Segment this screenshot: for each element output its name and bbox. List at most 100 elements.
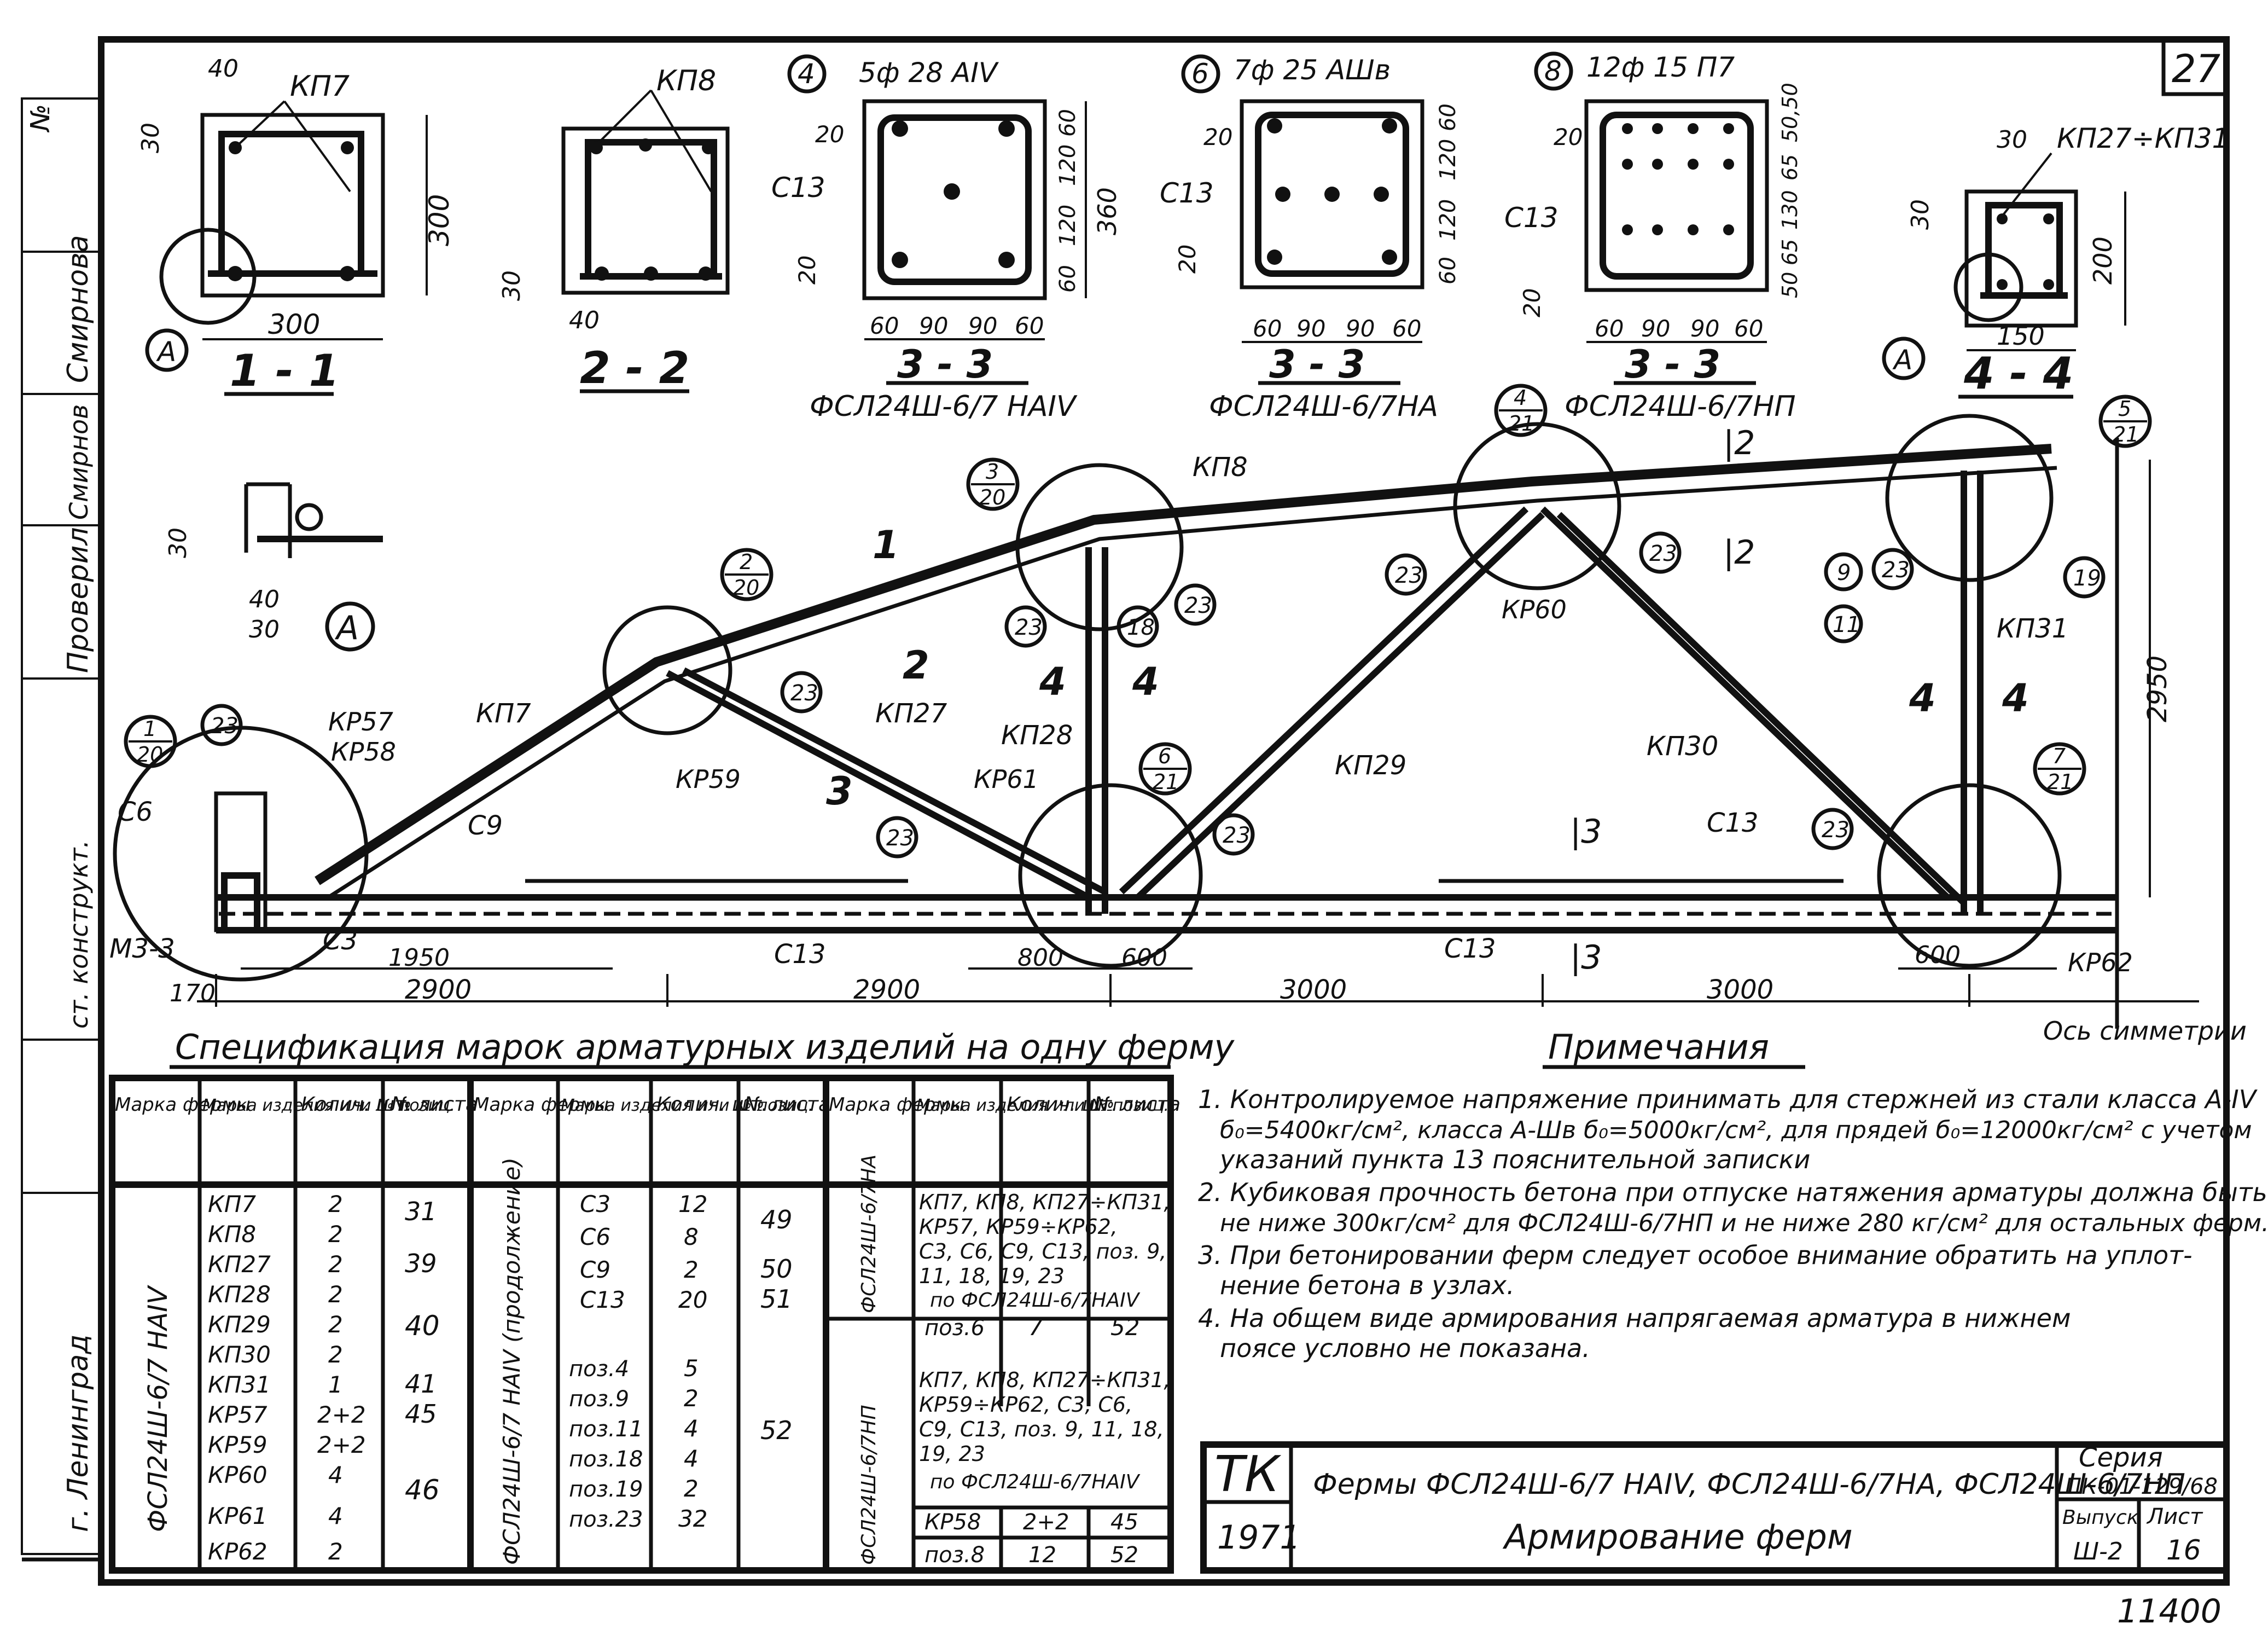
- hdr3-d: № листа: [1093, 1093, 1180, 1116]
- s44-callout: А: [1892, 344, 1912, 376]
- g1-r10-qty: 4: [328, 1503, 343, 1529]
- s44-kp: КП27÷КП31: [2057, 123, 2229, 154]
- s44-h: 200: [2088, 236, 2118, 285]
- g2-r10-qty: 32: [678, 1505, 707, 1532]
- s33a-dx3: 60: [1015, 312, 1044, 339]
- label-kr59: КР59: [676, 764, 741, 794]
- g1-r2-sheet: 39: [405, 1249, 437, 1278]
- tb-subtitle: Армирование ферм: [1502, 1517, 1853, 1557]
- s11-kp: КП7: [290, 70, 350, 103]
- s33b-dx1: 90: [1296, 315, 1325, 342]
- label-kp27: КП27: [875, 698, 947, 729]
- s33a-dy1: 120: [1055, 144, 1080, 186]
- s33a-c13: С13: [771, 172, 825, 204]
- mark-12a: |2: [1723, 424, 1755, 462]
- s33a-d20b: 20: [794, 256, 821, 285]
- spec-group3: ФСЛ24Ш-6/7НА КП7, КП8, КП27÷КП31, КР57, …: [858, 1155, 1171, 1341]
- s33a-dy0: 60: [1055, 109, 1080, 137]
- s11-width: 300: [268, 309, 320, 340]
- s22-d30: 30: [498, 270, 526, 301]
- hdr3-c: Колич. шт.: [1007, 1093, 1118, 1116]
- g4-t2: С9, С13, поз. 9, 11, 18,: [919, 1417, 1164, 1441]
- ref6-bot: 21: [1153, 770, 1179, 794]
- g1-r4-qty: 2: [328, 1311, 343, 1338]
- sheet-number-box: [2161, 37, 2229, 96]
- tb-sheet: 16: [2166, 1534, 2201, 1566]
- label-c13b: С13: [1444, 933, 1496, 964]
- label-kr58: КР58: [331, 737, 396, 767]
- stamp-smirnova: Смирнова: [62, 235, 95, 383]
- note-l6: нение бетона в узлах.: [1220, 1271, 1515, 1300]
- truss-dimensions: 170 1950 2900 2900 800 600 3000 3000 600…: [170, 656, 2247, 1046]
- hdr2-a: Марка фермы: [473, 1094, 609, 1116]
- g1-r7-sheet: 45: [405, 1399, 437, 1429]
- note-l4: не ниже 300кг/см² для ФСЛ24Ш-6/7НП и не …: [1220, 1209, 2268, 1237]
- label-c6: С6: [118, 797, 153, 827]
- s33c-pos: 8: [1544, 55, 1562, 87]
- g1-r10-mark: КР61: [208, 1503, 267, 1529]
- label-kr60: КР60: [1502, 595, 1567, 624]
- g2-r3-sheet: 51: [760, 1284, 793, 1314]
- s33a-h360: 360: [1092, 187, 1122, 235]
- pos-b4: 23: [886, 826, 914, 851]
- pos-b7: 23: [1649, 541, 1677, 566]
- stamp-sign2: ст. конструкт.: [64, 840, 94, 1029]
- node-refs: 1 20 2 20 3 20 4 21 5 21 6 21 7 21: [124, 384, 2152, 796]
- section-3-3-a: 4 5ф 28 АIV С13 20 20 60 90 90 60 60 120…: [771, 54, 1122, 423]
- s33b-c13: С13: [1160, 177, 1214, 209]
- g2-r0-sheet: 49: [760, 1205, 793, 1234]
- s33a-dx0: 60: [870, 312, 899, 339]
- s33b-dx2: 90: [1346, 315, 1375, 342]
- hdr1-d: № листа: [390, 1093, 478, 1116]
- mark-12b: |2: [1723, 534, 1755, 572]
- s11-callout: А: [156, 336, 176, 368]
- detA-callout: А: [334, 609, 359, 647]
- dim-3000b: 3000: [1707, 975, 1773, 1005]
- g2-r3-qty: 20: [678, 1286, 707, 1313]
- s33c-dy0: 50,50: [1778, 83, 1802, 142]
- spec-group4: ФСЛ24Ш-6/7НП КП7, КП8, КП27÷КП31, КР59÷К…: [858, 1368, 1171, 1568]
- g2-r2-qty: 2: [684, 1256, 699, 1283]
- s33a-sub: ФСЛ24Ш-6/7 НАIV: [810, 390, 1078, 423]
- g1-r7-mark: КР57: [208, 1401, 267, 1428]
- g2-r9-mark: поз.19: [569, 1477, 643, 1502]
- s33a-bars: 5ф 28 АIV: [859, 57, 999, 89]
- g4-t4: по ФСЛ24Ш-6/7НАIV: [930, 1471, 1141, 1493]
- g1-r9-sheet: 46: [405, 1474, 440, 1506]
- section-3-3-b: 6 7ф 25 АШв С13 20 20 60 90 90 60 60 120…: [1160, 54, 1461, 423]
- position-bubbles: 23 23 23 23 23 23 23 23 23 23 18 9 11 19: [200, 531, 2106, 859]
- tb-series-label: Серия: [2079, 1442, 2163, 1473]
- label-kp28: КП28: [1001, 720, 1073, 751]
- spec-title: Спецификация марок арматурных изделий на…: [175, 1027, 1235, 1067]
- s33a-dx1: 90: [919, 312, 948, 339]
- dim-2900a: 2900: [405, 975, 472, 1005]
- g1-r2-mark: КП27: [208, 1251, 271, 1278]
- s33a-pos: 4: [798, 58, 815, 90]
- pos-b8: 23: [1882, 558, 1910, 583]
- pos-b2: 23: [1015, 615, 1043, 640]
- g1-r3-qty: 2: [328, 1281, 343, 1308]
- detA-d40: 40: [249, 585, 280, 613]
- dim-170: 170: [170, 979, 216, 1007]
- mark-13b: |3: [1570, 938, 1602, 977]
- g1-r6-mark: КП31: [208, 1371, 271, 1398]
- tb-name: Фермы ФСЛ24Ш-6/7 НАIV, ФСЛ24Ш-6/7НА, ФСЛ…: [1313, 1468, 2185, 1501]
- s33c-dy3: 65: [1778, 239, 1802, 265]
- s22-kp: КП8: [656, 65, 716, 97]
- s22-d40: 40: [569, 306, 600, 334]
- g2-r2-mark: С9: [580, 1256, 610, 1283]
- stamp-proveril: Проверил: [62, 527, 95, 673]
- s33b-dy2: 120: [1435, 199, 1461, 241]
- dim-1950: 1950: [388, 944, 450, 972]
- g1-truss: ФСЛ24Ш-6/7 НАIV: [143, 1285, 173, 1532]
- s33b-dy1: 120: [1435, 139, 1461, 181]
- side-stamp: № Смирнова Смирнов Проверил ст. конструк…: [21, 97, 102, 1555]
- s33c-c13: С13: [1504, 202, 1558, 234]
- g2-r0-qty: 12: [678, 1191, 707, 1217]
- g2-truss: ФСЛ24Ш-6/7 НАIV (продолжение): [498, 1157, 525, 1565]
- mark-4d: 4: [2002, 676, 2029, 721]
- tb-org: ТК: [1214, 1446, 1282, 1503]
- g1-r11-qty: 2: [328, 1538, 343, 1565]
- ref5-bot: 21: [2113, 422, 2139, 447]
- bottom-number: 11400: [2117, 1592, 2222, 1631]
